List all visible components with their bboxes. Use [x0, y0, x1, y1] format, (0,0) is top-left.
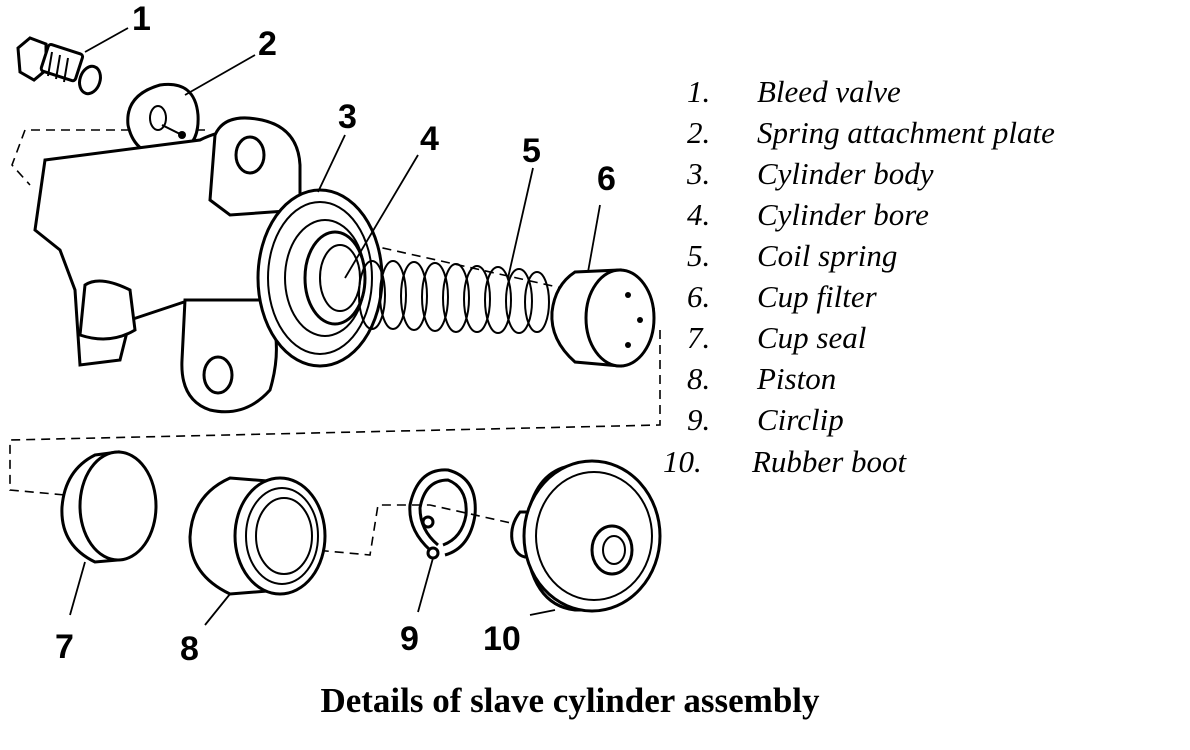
circlip-drawing: [408, 468, 477, 560]
piston-drawing: [188, 476, 327, 596]
legend-label-5: Coil spring: [757, 238, 897, 273]
callout-5: 5: [522, 132, 541, 170]
callout-2: 2: [258, 25, 277, 63]
legend-num-7: 7.: [687, 320, 710, 355]
legend-num-1: 1.: [687, 74, 710, 109]
callout-1: 1: [132, 0, 151, 38]
cup-filter-drawing: [550, 268, 656, 368]
legend-label-9: Circlip: [757, 402, 844, 437]
legend-num-3: 3.: [686, 156, 710, 191]
legend-label-2: Spring attachment plate: [757, 115, 1055, 150]
legend-num-9: 9.: [687, 402, 710, 437]
parts-legend: 1. Bleed valve 2. Spring attachment plat…: [663, 74, 1055, 479]
legend-num-4: 4.: [687, 197, 710, 232]
legend-label-7: Cup seal: [757, 320, 866, 355]
legend-label-10: Rubber boot: [751, 444, 908, 479]
rubber-boot-drawing: [510, 459, 662, 613]
cup-seal-drawing: [60, 450, 158, 564]
callout-4: 4: [420, 120, 439, 158]
callout-8: 8: [180, 630, 199, 668]
callout-3: 3: [338, 98, 357, 136]
legend-num-5: 5.: [687, 238, 710, 273]
legend-label-3: Cylinder body: [757, 156, 934, 191]
spring-plate-drawing: [126, 82, 200, 157]
coil-spring-drawing: [358, 260, 550, 334]
legend-num-2: 2.: [687, 115, 710, 150]
legend-label-8: Piston: [756, 361, 836, 396]
leader-lines: [69, 27, 601, 626]
callout-6: 6: [597, 160, 616, 198]
cylinder-body-drawing: [33, 116, 384, 414]
legend-num-6: 6.: [687, 279, 710, 314]
legend-label-6: Cup filter: [757, 279, 878, 314]
callout-10: 10: [483, 620, 521, 658]
cylinder-bore-drawing: [303, 230, 367, 326]
legend-label-1: Bleed valve: [757, 74, 901, 109]
figure-caption: Details of slave cylinder assembly: [320, 681, 820, 720]
callout-7: 7: [55, 628, 74, 666]
legend-label-4: Cylinder bore: [757, 197, 929, 232]
legend-num-10: 10.: [663, 444, 702, 479]
callout-9: 9: [400, 620, 419, 658]
callout-numbers: 1 2 3 4 5 6 7 8 9 10: [55, 0, 616, 668]
legend-num-8: 8.: [687, 361, 710, 396]
bleed-valve-drawing: [16, 36, 102, 96]
